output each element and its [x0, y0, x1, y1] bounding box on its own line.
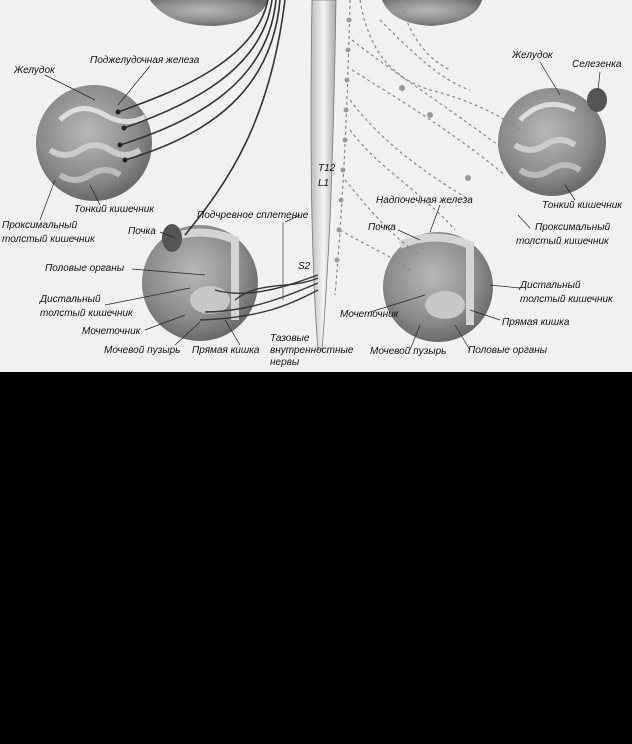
label-pancreas: Поджелудочная железа	[90, 55, 200, 66]
leader-lines	[39, 61, 601, 351]
anatomy-diagram: Желудок Поджелудочная железа Проксимальн…	[0, 0, 632, 372]
top-right-organ	[382, 0, 482, 26]
label-proximal-colon-right-1: Проксимальный	[535, 222, 611, 233]
label-l1: L1	[318, 178, 330, 189]
blank-lower-area	[0, 372, 632, 744]
label-genitals-left: Половые органы	[45, 263, 125, 274]
label-ureter-left: Мочеточник	[82, 326, 141, 337]
label-distal-colon-left-2: толстый кишечник	[40, 308, 133, 319]
label-rectum-right: Прямая кишка	[502, 317, 570, 328]
label-proximal-colon-left-1: Проксимальный	[2, 220, 78, 231]
label-proximal-colon-right-2: толстый кишечник	[516, 236, 609, 247]
left-lower-organ	[142, 225, 258, 341]
label-genitals-right: Половые органы	[468, 345, 548, 356]
sympathetic-chain	[334, 0, 521, 296]
label-bladder-left: Мочевой пузырь	[104, 345, 181, 356]
label-ureter-right: Мочеточник	[340, 309, 399, 320]
label-kidney-right: Почка	[368, 222, 396, 233]
label-small-intestine-left: Тонкий кишечник	[74, 204, 155, 215]
label-t12: T12	[318, 163, 336, 174]
label-spleen: Селезенка	[572, 59, 622, 70]
label-small-intestine-right: Тонкий кишечник	[542, 200, 623, 211]
label-pelvic-nerves-3: нервы	[270, 357, 300, 368]
label-proximal-colon-left-2: толстый кишечник	[2, 234, 95, 245]
label-distal-colon-right-2: толстый кишечник	[520, 294, 613, 305]
label-pelvic-nerves-1: Тазовые	[270, 333, 310, 344]
pelvic-nerves	[199, 274, 319, 321]
left-nerves	[117, 0, 286, 236]
right-lower-organ	[383, 232, 493, 342]
label-stomach-right: Желудок	[512, 50, 553, 61]
diagram-drawing	[36, 0, 607, 351]
label-kidney-left: Почка	[128, 226, 156, 237]
label-adrenal-gland: Надпочечная железа	[376, 195, 473, 206]
label-stomach-left: Желудок	[14, 65, 55, 76]
label-hypogastric-plexus: Подчревное сплетение	[197, 210, 309, 221]
label-rectum-left: Прямая кишка	[192, 345, 260, 356]
label-distal-colon-left-1: Дистальный	[40, 294, 101, 305]
top-left-organ	[150, 0, 268, 26]
label-s2: S2	[298, 261, 311, 272]
spinal-cord	[310, 0, 337, 351]
label-pelvic-nerves-2: внутренностные	[270, 345, 354, 356]
label-bladder-right: Мочевой пузырь	[370, 346, 447, 357]
label-distal-colon-right-1: Дистальный	[520, 280, 581, 291]
